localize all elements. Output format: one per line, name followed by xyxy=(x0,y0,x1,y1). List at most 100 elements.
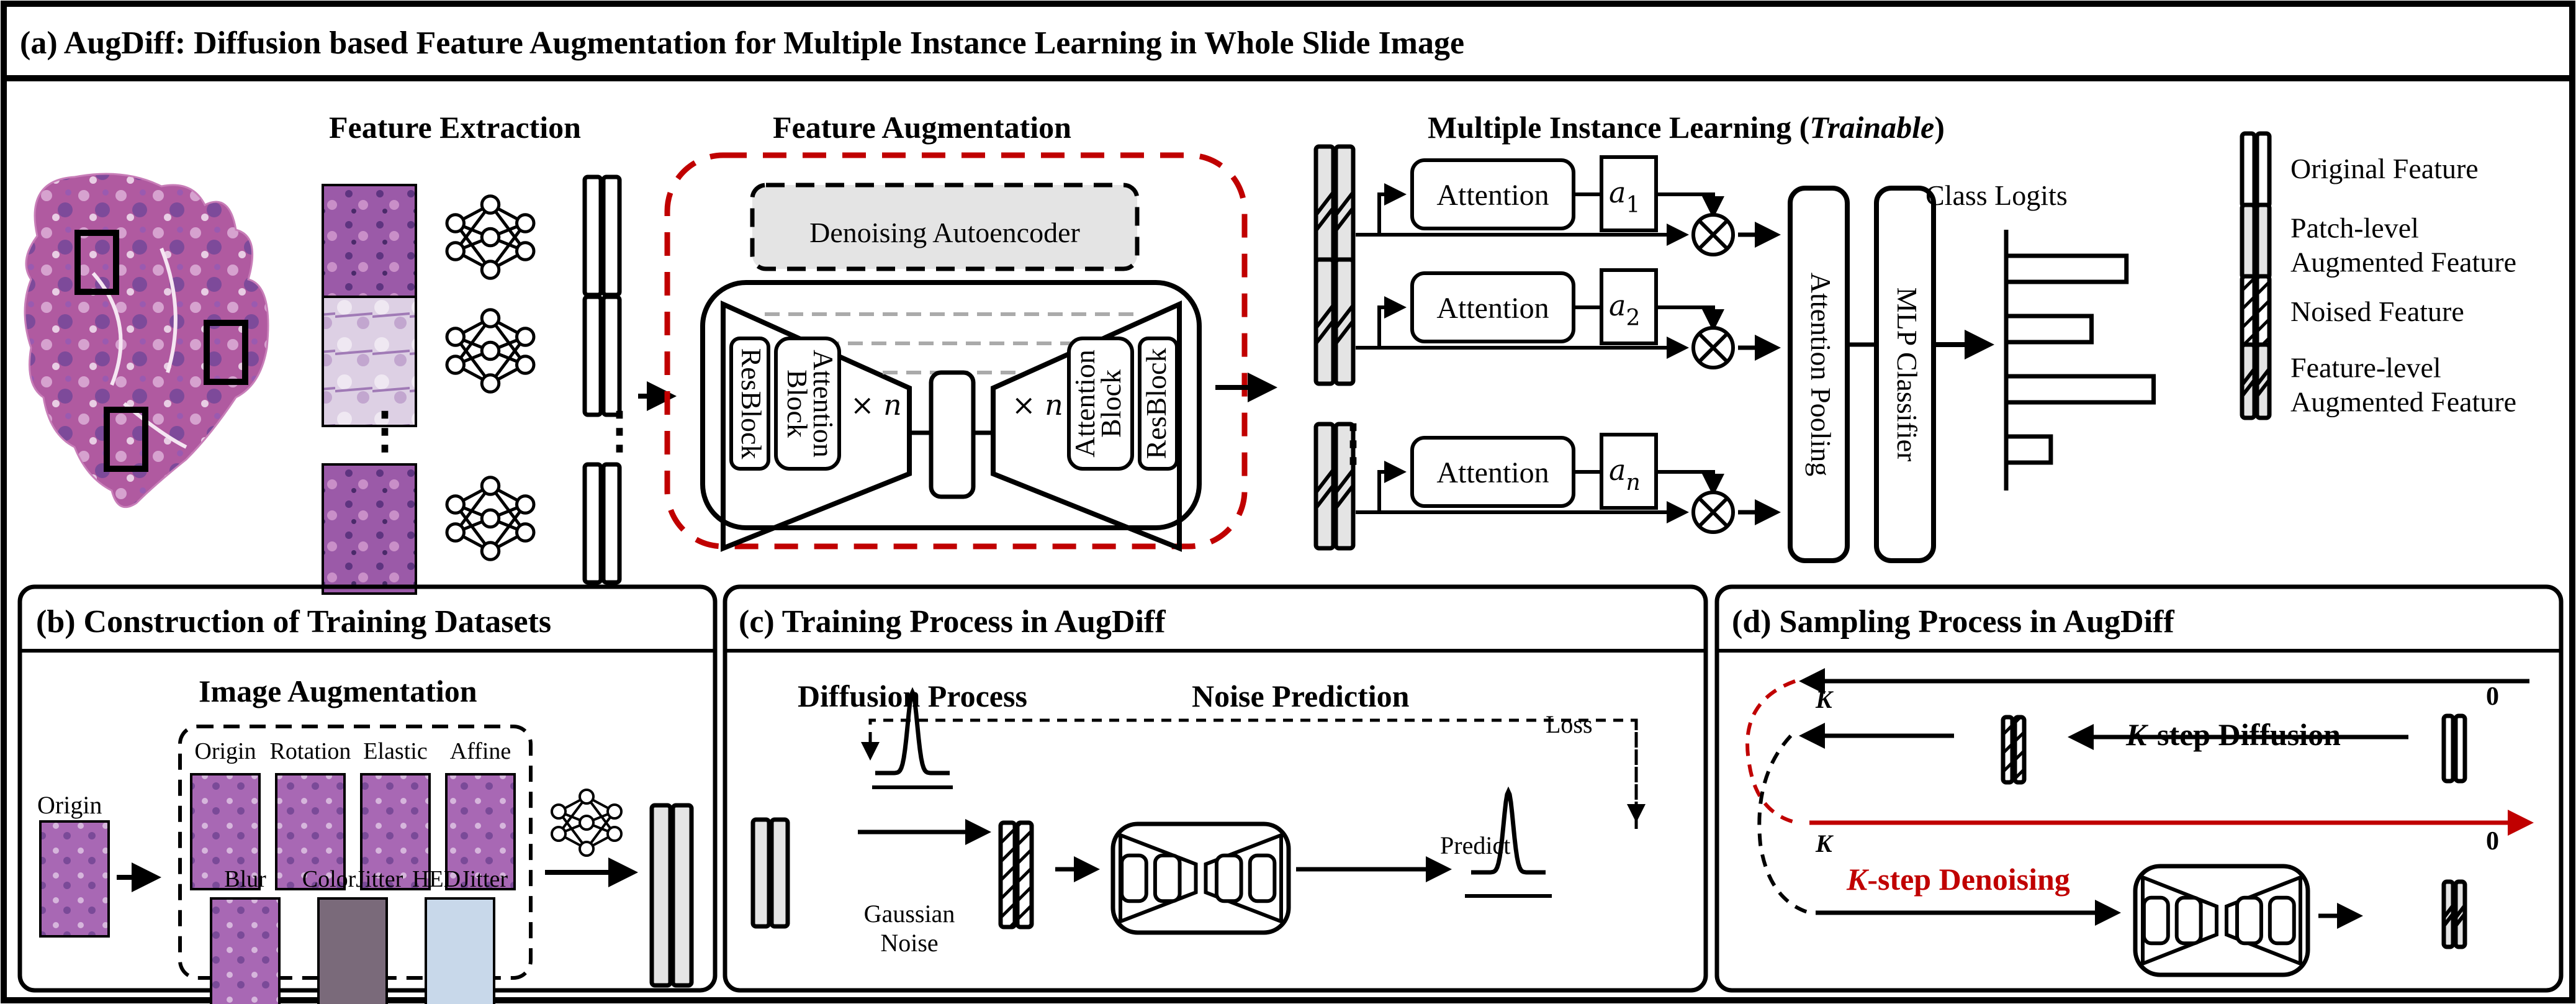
attention-pooling-label: Attention Pooling xyxy=(1805,273,1837,476)
denoising-autoencoder-label-box xyxy=(750,183,1140,271)
multiply-icon xyxy=(1691,213,1735,256)
neural-network-icon xyxy=(445,476,536,561)
k-label-bottom: K xyxy=(1815,830,1834,857)
class-logit-bar xyxy=(2004,434,2053,465)
feature-vector-feature-level xyxy=(1313,144,1356,273)
encoder-trapezoid xyxy=(721,300,912,552)
wsi-patch-box-3 xyxy=(104,407,148,472)
black-dashed-connector xyxy=(1757,734,1810,915)
panel-a-title-bar xyxy=(1,1,2575,81)
noise-prediction-title: Noise Prediction xyxy=(1192,679,1410,713)
mlp-classifier-label: MLP Classifier xyxy=(1891,287,1923,462)
neural-network-icon xyxy=(445,194,536,280)
block-icon xyxy=(2235,895,2263,946)
encoder-resblock-label: ResBlock xyxy=(736,348,767,459)
patch-image-2 xyxy=(322,296,417,427)
feature-vector-feature-level-d xyxy=(2441,879,2467,949)
loss-label: Loss xyxy=(1546,710,1593,738)
decoder-repeat-label: × n xyxy=(1012,388,1063,422)
decoder-attention-block xyxy=(1067,337,1134,471)
loss-feedback-arrow xyxy=(861,718,1638,829)
feature-vector-patch-level-b xyxy=(649,803,694,988)
encoder-repeat-label: × n xyxy=(850,388,902,422)
neural-network-icon xyxy=(551,789,623,857)
block-icon xyxy=(2268,895,2296,946)
attention-weight-label: a1 xyxy=(1609,176,1640,218)
origin-label: Origin xyxy=(37,791,102,819)
feature-augmentation-region xyxy=(664,152,1248,549)
class-logit-bar xyxy=(2004,253,2129,284)
panel-b-title: (b) Construction of Training Datasets xyxy=(36,604,551,640)
whole-slide-image xyxy=(24,173,269,509)
bottleneck-block xyxy=(929,370,976,499)
image-augmentation-title: Image Augmentation xyxy=(199,674,477,708)
predict-label: Predict xyxy=(1440,831,1510,859)
augmentation-label: Rotation xyxy=(270,738,351,764)
augmentation-label: Blur xyxy=(224,866,266,892)
panel-c-title: (c) Training Process in AugDiff xyxy=(739,604,1166,640)
feature-vector-original-3 xyxy=(582,462,622,585)
mil-instance-row: Attention a2 xyxy=(1313,257,1781,386)
gaussian-noise-icon xyxy=(875,687,950,776)
mil-instance-row: Attention a1 xyxy=(1313,144,1781,273)
predicted-noise-icon xyxy=(1471,786,1546,875)
decoder-attention-block-label: AttentionBlock xyxy=(1069,350,1127,458)
patch-image-3 xyxy=(322,463,417,595)
feature-vector-original-2 xyxy=(582,294,622,417)
attention-weight-box xyxy=(1600,268,1658,345)
feature-vector-input-c xyxy=(750,817,790,929)
k-label-top: K xyxy=(1815,685,1834,713)
patch-image-1 xyxy=(322,184,417,315)
attention-label: Attention xyxy=(1436,179,1549,212)
encoder-attention-block-label: AttentionBlock xyxy=(781,350,839,458)
block-icon xyxy=(1120,853,1148,903)
denoising-autoencoder-label: Denoising Autoencoder xyxy=(809,217,1080,248)
augmentation-label: Origin xyxy=(194,738,256,764)
legend-icon-original xyxy=(2240,131,2272,209)
feature-vector-noised-d xyxy=(2001,715,2027,785)
feature-vector-feature-level xyxy=(1313,422,1356,551)
wsi-patch-box-2 xyxy=(204,320,248,385)
zero-label-bottom: 0 xyxy=(2486,827,2499,856)
legend-item-original: Original Feature xyxy=(2240,131,2479,209)
augmentation-hedjitter: HEDJitter xyxy=(412,866,508,1004)
augmentation-label: Affine xyxy=(450,738,511,764)
attention-pooling-box xyxy=(1788,186,1850,563)
augmentation-elastic: Elastic xyxy=(360,738,431,890)
k-step-denoising-label: K-step Denoising xyxy=(1846,862,2070,897)
attention-label: Attention xyxy=(1436,292,1549,325)
augmented-patch xyxy=(425,897,495,1004)
decoder-trapezoid xyxy=(991,300,1182,552)
feature-vector-noised-c xyxy=(998,820,1034,929)
neural-network-icon xyxy=(445,308,536,394)
augmented-patch xyxy=(210,897,281,1004)
legend-icon-noised xyxy=(2240,274,2272,352)
legend-item-noised: Noised Feature xyxy=(2240,274,2464,352)
block-icon xyxy=(1214,853,1243,903)
block-icon xyxy=(1248,853,1277,903)
section-feature-extraction: Feature Extraction xyxy=(329,110,581,145)
augmentation-origin: Origin xyxy=(190,738,261,890)
augmentation-label: Elastic xyxy=(363,738,427,764)
augmentation-label: ColorJitter xyxy=(302,866,403,892)
class-logit-bar xyxy=(2004,374,2156,405)
wsi-patch-box-1 xyxy=(74,230,119,295)
augmented-patch xyxy=(275,773,346,890)
decoder-resblock-label: ResBlock xyxy=(1140,348,1172,459)
block-icon xyxy=(1153,853,1182,903)
augmentation-colorjitter: ColorJitter xyxy=(302,866,403,1004)
legend-icon-feature-level xyxy=(2240,342,2272,420)
augmentation-blur: Blur xyxy=(210,866,281,1004)
mlp-classifier-box xyxy=(1874,186,1936,563)
panel-a-title: (a) AugDiff: Diffusion based Feature Aug… xyxy=(20,25,1464,61)
feature-ellipsis: ⋮ xyxy=(595,404,644,458)
section-feature-augmentation: Feature Augmentation xyxy=(773,110,1071,145)
attention-weight-label: a2 xyxy=(1609,289,1640,331)
zero-label-top: 0 xyxy=(2486,682,2499,711)
denoising-autoencoder-icon xyxy=(1110,821,1291,935)
legend-label: Noised Feature xyxy=(2290,296,2464,327)
augmented-patch xyxy=(190,773,261,890)
